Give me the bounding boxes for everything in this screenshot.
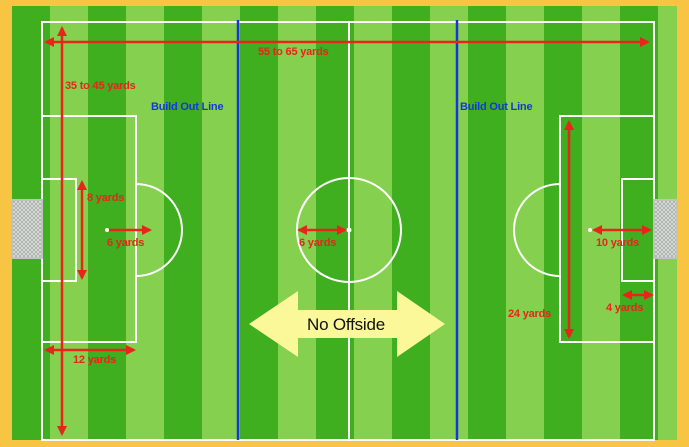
build-out-right-label: Build Out Line — [460, 101, 532, 113]
no-offside-label: No Offside — [307, 315, 385, 335]
grass-stripe — [582, 6, 620, 440]
goal-right — [654, 200, 677, 258]
penalty-area-width-label: 24 yards — [508, 308, 551, 320]
length-label: 35 to 45 yards — [65, 80, 136, 92]
penalty-spot-left-label: 6 yards — [107, 237, 144, 249]
width-label: 55 to 65 yards — [258, 46, 329, 58]
penalty-spot-left — [105, 228, 109, 232]
penalty-spot-right — [588, 228, 592, 232]
grass-stripe — [354, 6, 392, 440]
goal-left — [12, 200, 42, 258]
grass — [12, 6, 677, 440]
goal-area-height-label: 8 yards — [87, 192, 124, 204]
grass-stripes — [50, 6, 677, 440]
build-out-left-label: Build Out Line — [151, 101, 223, 113]
penalty-area-depth-label: 12 yards — [73, 354, 116, 366]
grass-stripe — [202, 6, 240, 440]
center-spot — [347, 228, 352, 233]
grass-stripe — [506, 6, 544, 440]
goal-area-depth-label: 4 yards — [606, 302, 643, 314]
center-radius-label: 6 yards — [299, 237, 336, 249]
grass-stripe — [430, 6, 468, 440]
grass-stripe — [126, 6, 164, 440]
penalty-spot-right-label: 10 yards — [596, 237, 639, 249]
